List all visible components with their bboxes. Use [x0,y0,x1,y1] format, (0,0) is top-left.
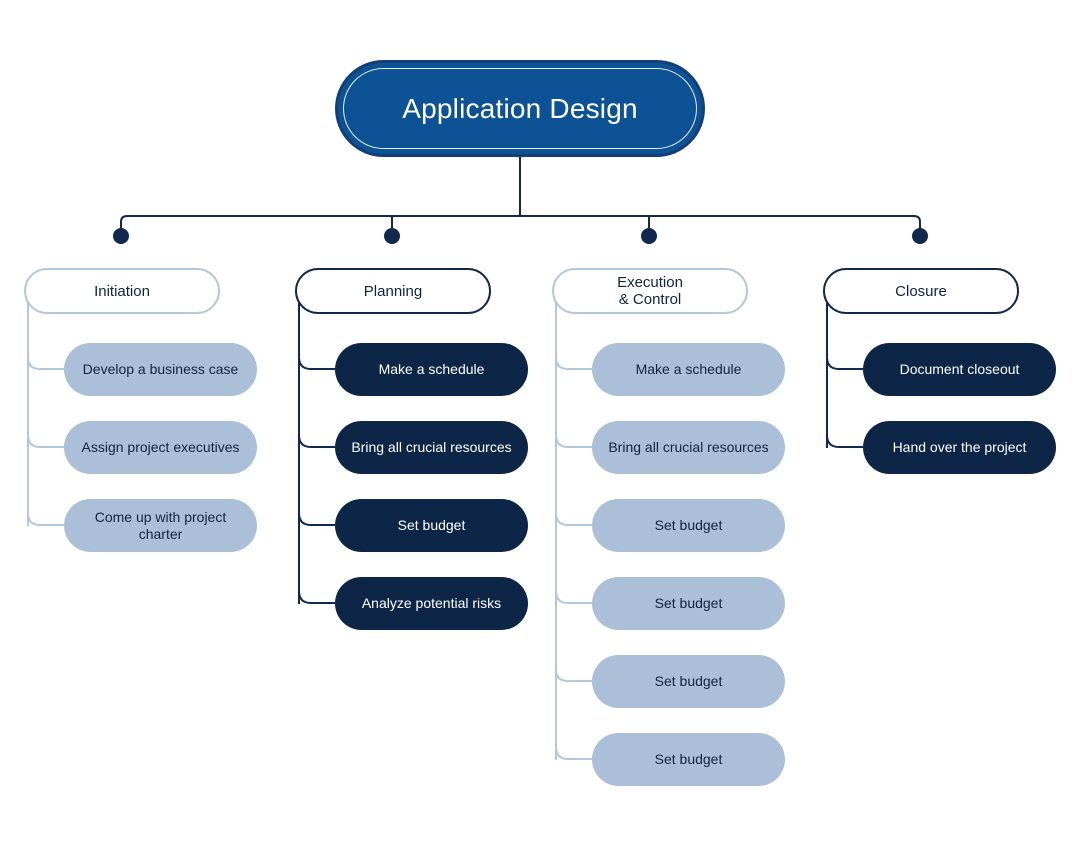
item-pill[interactable]: Analyze potential risks [335,577,528,630]
column-header-label: Closure [895,282,947,300]
item-pill[interactable]: Make a schedule [335,343,528,396]
elbow-execution-6 [555,746,592,760]
item-pill-label: Set budget [654,751,723,767]
item-pill-label: Make a schedule [635,361,742,377]
item-pill[interactable]: Set budget [592,577,785,630]
item-pill-label: Bring all crucial resources [608,439,769,455]
elbow-initiation-1 [27,356,64,370]
item-pill[interactable]: Set budget [592,733,785,786]
item-pill-label: Bring all crucial resources [351,439,512,455]
junction-dot-execution [641,228,657,244]
item-pill[interactable]: Set budget [592,499,785,552]
item-pill-label: Set budget [654,517,723,533]
junction-dot-initiation [113,228,129,244]
item-pill-label: Analyze potential risks [361,595,502,611]
item-pill[interactable]: Come up with project charter [64,499,257,552]
elbow-planning-4 [298,590,335,604]
item-pill[interactable]: Develop a business case [64,343,257,396]
item-pill[interactable]: Set budget [335,499,528,552]
item-pill-label: Hand over the project [892,439,1027,455]
item-pill-label: Document closeout [899,361,1020,377]
item-pill-label: Come up with project charter [94,508,227,542]
item-pill[interactable]: Set budget [592,655,785,708]
item-pill-label: Assign project executives [81,439,240,455]
elbow-execution-2 [555,434,592,448]
elbow-closure-2 [826,434,863,448]
elbow-initiation-2 [27,434,64,448]
column-header-initiation[interactable]: Initiation [24,268,220,314]
column-header-label: Execution & Control [617,274,683,308]
root-node[interactable]: Application Design [335,60,705,157]
item-pill[interactable]: Bring all crucial resources [592,421,785,474]
column-header-closure[interactable]: Closure [823,268,1019,314]
item-pill[interactable]: Assign project executives [64,421,257,474]
elbow-planning-2 [298,434,335,448]
column-header-label: Planning [363,282,423,300]
elbow-execution-5 [555,668,592,682]
item-pill[interactable]: Make a schedule [592,343,785,396]
elbow-planning-1 [298,356,335,370]
column-header-label: Initiation [94,282,150,300]
elbow-initiation-3 [27,512,64,526]
column-header-planning[interactable]: Planning [295,268,491,314]
elbow-execution-4 [555,590,592,604]
item-pill-label: Set budget [397,517,466,533]
root-node-label: Application Design [402,92,638,124]
elbow-planning-3 [298,512,335,526]
junction-dot-planning [384,228,400,244]
bus-line [120,215,921,229]
column-header-execution-control[interactable]: Execution & Control [552,268,748,314]
item-pill-label: Set budget [654,595,723,611]
item-pill-label: Make a schedule [378,361,485,377]
elbow-execution-1 [555,356,592,370]
item-pill-label: Develop a business case [82,361,239,377]
item-pill[interactable]: Document closeout [863,343,1056,396]
item-pill-label: Set budget [654,673,723,689]
elbow-execution-3 [555,512,592,526]
junction-dot-closure [912,228,928,244]
item-pill[interactable]: Hand over the project [863,421,1056,474]
elbow-closure-1 [826,356,863,370]
item-pill[interactable]: Bring all crucial resources [335,421,528,474]
